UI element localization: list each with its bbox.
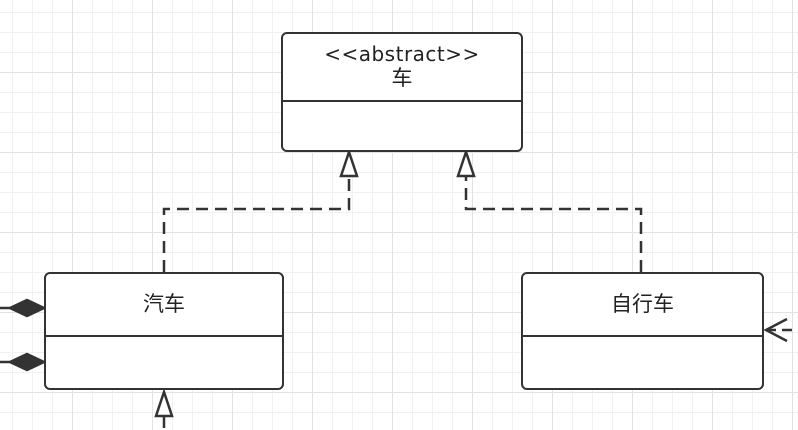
class-bicycle[interactable]: 自行车 (521, 272, 764, 390)
class-vehicle-abstract[interactable]: <<abstract>> 车 (281, 32, 523, 152)
class-vehicle-name: 车 (391, 66, 413, 91)
realization-line-car[interactable] (162, 176, 351, 272)
composition-diamond-top[interactable] (7, 298, 47, 318)
class-vehicle-header: <<abstract>> 车 (283, 34, 521, 102)
class-vehicle-stereotype: <<abstract>> (324, 42, 480, 67)
composition-diamond-bottom[interactable] (7, 352, 47, 372)
class-bicycle-name: 自行车 (611, 291, 674, 316)
class-car-name: 汽车 (143, 291, 185, 316)
realization-line-bicycle[interactable] (464, 176, 643, 272)
realization-arrowhead-car[interactable] (339, 148, 359, 178)
class-bicycle-header: 自行车 (523, 274, 762, 337)
class-car-header: 汽车 (46, 274, 282, 337)
realization-arrowhead-bottom[interactable] (154, 388, 174, 418)
class-car[interactable]: 汽车 (44, 272, 284, 390)
realization-arrowhead-bicycle[interactable] (456, 148, 476, 178)
